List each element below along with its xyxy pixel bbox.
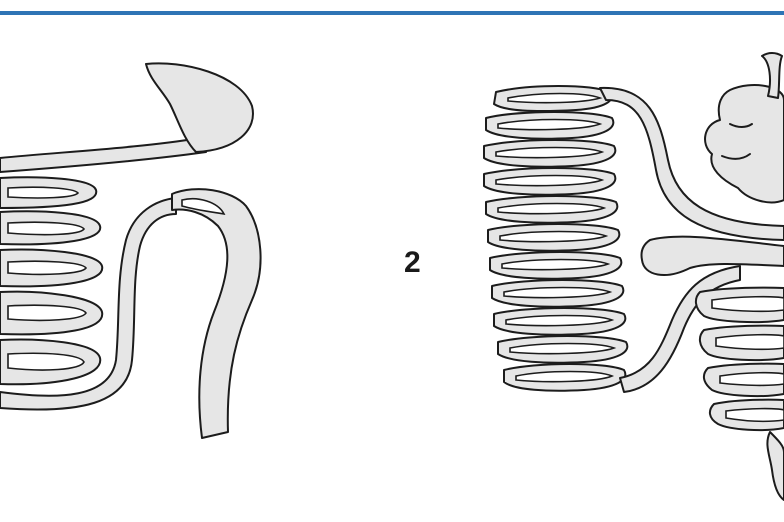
right-lobe-line-1 [729,123,753,128]
left-esophagus [0,137,207,173]
right-tail [766,431,784,501]
right-side-pouch [640,235,784,276]
panel-number-label: 2 [404,246,421,279]
right-intestine-coil [483,85,629,392]
right-lobe-line-2 [721,153,751,160]
header-rule [0,11,784,15]
right-lower-tube [619,265,741,393]
right-esophagus-stub [761,52,783,99]
left-colon-lumen [181,198,226,216]
left-colon [171,188,262,439]
left-intestine-coil [0,176,104,386]
right-upper-tube [599,86,784,241]
left-stomach [145,62,254,153]
left-gut-figure [0,62,262,439]
right-gut-figure [483,52,784,501]
right-lower-coil [694,286,784,432]
right-lobed-organ [704,84,784,204]
